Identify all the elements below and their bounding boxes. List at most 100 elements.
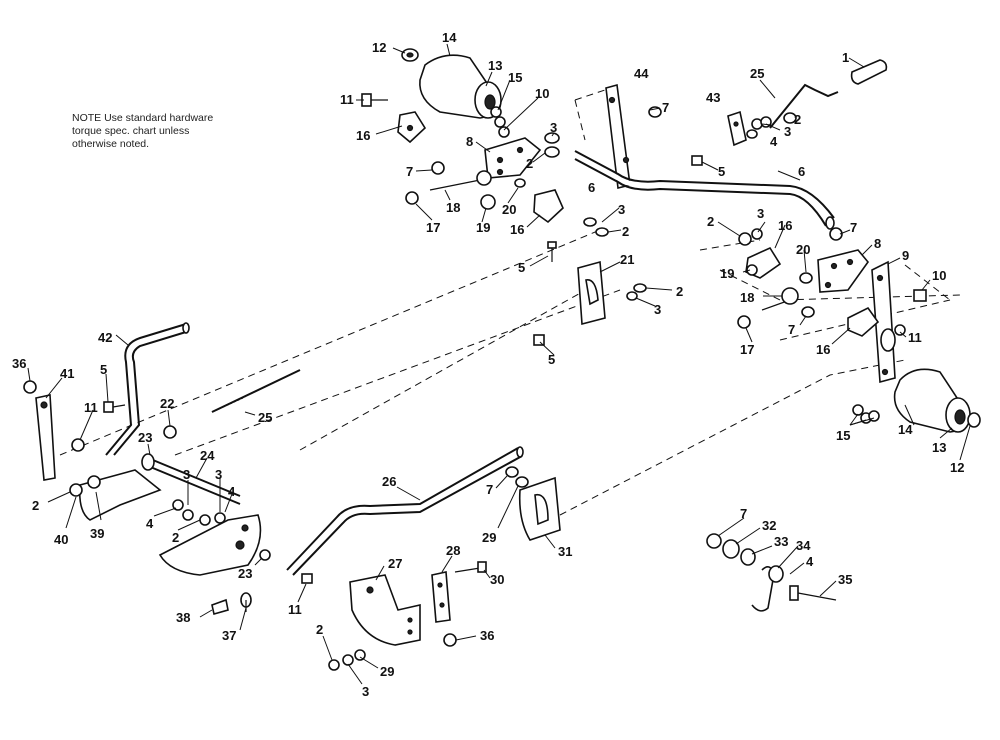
hardware-lower-center [328, 633, 457, 671]
callout-23: 23 [238, 566, 252, 581]
callout-8: 8 [874, 236, 881, 251]
callout-17: 17 [740, 342, 754, 357]
callout-30: 30 [490, 572, 504, 587]
callout-6: 6 [588, 180, 595, 195]
callout-5: 5 [548, 352, 555, 367]
callout-3: 3 [215, 467, 222, 482]
rod-25-left [211, 369, 301, 413]
callout-7: 7 [740, 506, 747, 521]
callout-7: 7 [788, 322, 795, 337]
callout-19: 19 [476, 220, 490, 235]
bolt-11-top [361, 93, 388, 107]
callout-43: 43 [706, 90, 720, 105]
bracket-16-lower-right [847, 306, 906, 352]
callout-12: 12 [372, 40, 386, 55]
callout-13: 13 [932, 440, 946, 455]
bolt-37 [211, 592, 252, 616]
callout-11: 11 [288, 602, 302, 617]
callout-36: 36 [12, 356, 26, 371]
callout-5: 5 [100, 362, 107, 377]
bracket-8-right [817, 227, 870, 293]
callout-11: 11 [340, 92, 354, 107]
callout-16: 16 [510, 222, 524, 237]
callout-11: 11 [908, 330, 922, 345]
bracket-27 [349, 574, 421, 646]
callout-12: 12 [950, 460, 964, 475]
lever-9 [871, 260, 927, 384]
note-line-3: otherwise noted. [72, 138, 150, 150]
grip-1 [850, 59, 888, 85]
rod-25-top [769, 83, 839, 129]
lever-42 [105, 322, 190, 457]
bolt-5-top [691, 155, 703, 166]
callout-38: 38 [176, 610, 190, 625]
callout-4: 4 [146, 516, 154, 531]
callout-3: 3 [618, 202, 625, 217]
callout-41: 41 [60, 366, 74, 381]
callout-22: 22 [160, 396, 174, 411]
torque-note: NOTE Use standard hardware torque spec. … [72, 112, 262, 151]
roller-right [852, 368, 981, 433]
callout-3: 3 [550, 120, 557, 135]
cross-shaft-6 [573, 150, 835, 230]
callout-5: 5 [518, 260, 525, 275]
callout-7: 7 [406, 164, 413, 179]
rod-26 [286, 446, 524, 576]
bolt-11-lower [301, 573, 313, 584]
washer-stack-top [514, 132, 560, 188]
callout-14: 14 [898, 422, 913, 437]
callout-10: 10 [932, 268, 946, 283]
callout-2: 2 [32, 498, 39, 513]
callout-2: 2 [172, 530, 179, 545]
callout-labels: 1 12 14 13 15 10 11 16 8 3 2 6 7 18 17 1… [12, 30, 964, 699]
bracket-16-right [737, 228, 815, 329]
callout-7: 7 [662, 100, 669, 115]
callout-16: 16 [778, 218, 792, 233]
bracket-16-top [397, 111, 427, 144]
callout-27: 27 [388, 556, 402, 571]
spring-18-top [405, 161, 496, 210]
callout-20: 20 [502, 202, 516, 217]
callout-26: 26 [382, 474, 396, 489]
callout-2: 2 [794, 112, 801, 127]
callout-2: 2 [676, 284, 683, 299]
callout-4: 4 [770, 134, 778, 149]
callout-7: 7 [486, 482, 493, 497]
hardware-lower-right [706, 533, 837, 612]
callout-21: 21 [620, 252, 634, 267]
roller-left-top [419, 54, 502, 119]
callout-10: 10 [535, 86, 549, 101]
callout-6: 6 [798, 164, 805, 179]
callout-28: 28 [446, 543, 460, 558]
callout-35: 35 [838, 572, 852, 587]
callout-16: 16 [356, 128, 370, 143]
callout-24: 24 [200, 448, 215, 463]
callout-34: 34 [796, 538, 811, 553]
bracket-21 [533, 260, 647, 346]
washer-12-top [401, 48, 419, 62]
nut-22 [163, 425, 177, 439]
bolt-5-left [103, 401, 126, 413]
callout-9: 9 [902, 248, 909, 263]
bracket-16-mid [533, 189, 609, 262]
callout-2: 2 [316, 622, 323, 637]
bracket-lower-left [158, 499, 271, 576]
callout-32: 32 [762, 518, 776, 533]
callout-7: 7 [850, 220, 857, 235]
callout-40: 40 [54, 532, 68, 547]
callout-5: 5 [718, 164, 725, 179]
callout-3: 3 [362, 684, 369, 699]
callout-3: 3 [183, 467, 190, 482]
callout-2: 2 [622, 224, 629, 239]
callout-15: 15 [836, 428, 850, 443]
callout-29: 29 [380, 664, 394, 679]
callout-33: 33 [774, 534, 788, 549]
callout-2: 2 [707, 214, 714, 229]
callout-25: 25 [258, 410, 272, 425]
callout-14: 14 [442, 30, 457, 45]
note-line-1: NOTE Use standard hardware [72, 112, 214, 124]
lever-plate-39 [69, 469, 162, 521]
callout-20: 20 [796, 242, 810, 257]
callout-18: 18 [740, 290, 754, 305]
